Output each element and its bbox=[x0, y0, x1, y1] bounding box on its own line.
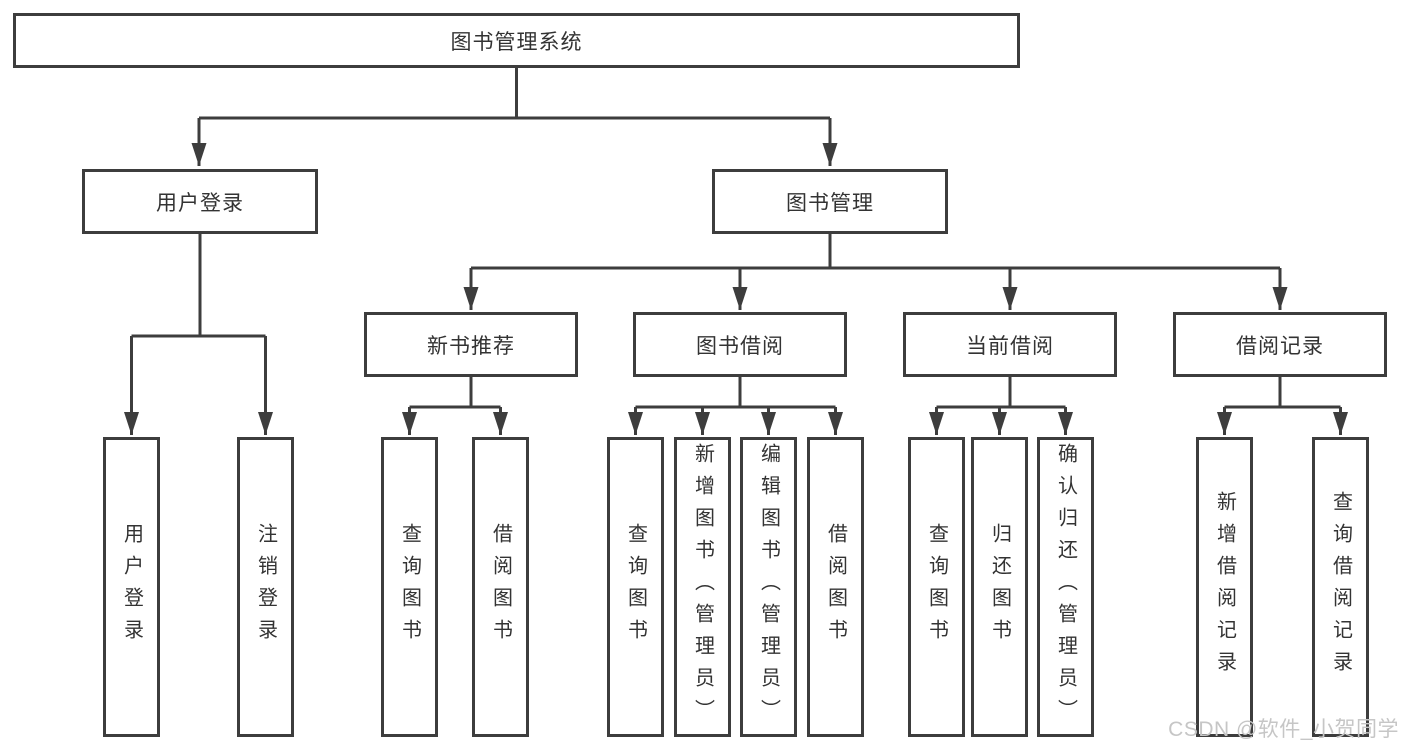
leaf-logout: 注销登录 bbox=[237, 437, 294, 737]
node-borrowing-records: 借阅记录 bbox=[1173, 312, 1387, 377]
connector-line bbox=[131, 68, 1341, 409]
node-new-book-recommendation: 新书推荐 bbox=[364, 312, 578, 377]
leaf-query-books-current: 查询图书 bbox=[908, 437, 965, 737]
leaf-add-borrow-record: 新增借阅记录 bbox=[1196, 437, 1253, 737]
leaf-return-books: 归还图书 bbox=[971, 437, 1028, 737]
node-user-login: 用户登录 bbox=[82, 169, 318, 234]
leaf-confirm-return-admin: 确认归还（管理员） bbox=[1037, 437, 1094, 737]
leaf-borrow-books-borrowing: 借阅图书 bbox=[807, 437, 864, 737]
csdn-watermark: CSDN @软件_小贺同学 bbox=[1168, 718, 1399, 741]
leaf-borrow-books-recommend: 借阅图书 bbox=[472, 437, 529, 737]
leaf-query-borrow-record: 查询借阅记录 bbox=[1312, 437, 1369, 737]
node-book-management: 图书管理 bbox=[712, 169, 948, 234]
leaf-add-books-admin: 新增图书（管理员） bbox=[674, 437, 731, 737]
leaf-query-books-recommend: 查询图书 bbox=[381, 437, 438, 737]
leaf-user-login: 用户登录 bbox=[103, 437, 160, 737]
leaf-edit-books-admin: 编辑图书（管理员） bbox=[740, 437, 797, 737]
node-book-borrowing: 图书借阅 bbox=[633, 312, 847, 377]
node-library-management-system: 图书管理系统 bbox=[13, 13, 1020, 68]
leaf-query-books-borrowing: 查询图书 bbox=[607, 437, 664, 737]
node-current-borrowing: 当前借阅 bbox=[903, 312, 1117, 377]
